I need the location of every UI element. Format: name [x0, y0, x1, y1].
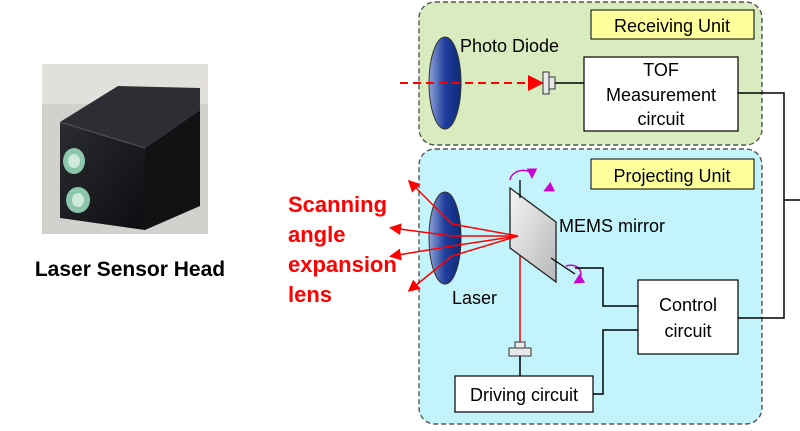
tof-line-2: Measurement	[606, 85, 716, 105]
mems-mirror-icon	[509, 186, 557, 284]
control-circuit-box	[637, 279, 739, 355]
driver-to-control-wire	[593, 329, 638, 395]
lens-annotation-line-2: angle	[288, 222, 345, 247]
lens-annotation-line-4: lens	[288, 282, 332, 307]
scanning-beams	[389, 179, 519, 292]
projecting-unit-title-box	[590, 158, 755, 190]
projecting-lens-icon	[428, 191, 462, 285]
receiving-unit-title: Receiving Unit	[614, 16, 730, 36]
control-line-1: Control	[659, 295, 717, 315]
laser-emitter-icon	[514, 341, 526, 349]
lens-annotation-line-3: expansion	[288, 252, 397, 277]
product-caption: Laser Sensor Head	[35, 258, 225, 281]
rotation-arrow-top-icon	[509, 168, 538, 181]
mems-mirror-label: MEMS mirror	[559, 216, 665, 236]
photo-diode-label: Photo Diode	[460, 36, 559, 56]
tof-to-control-wire	[738, 92, 785, 319]
lens-annotation: Scanning angle expansion lens	[288, 192, 397, 307]
projecting-unit-title: Projecting Unit	[613, 166, 730, 186]
projecting-unit-panel: Projecting Unit MEMS mirror Laser	[389, 148, 763, 425]
control-line-2: circuit	[664, 321, 711, 341]
lens-annotation-line-1: Scanning	[288, 192, 387, 217]
driving-circuit-box	[454, 375, 594, 413]
tof-line-1: TOF	[643, 60, 679, 80]
receiving-unit-panel: Receiving Unit Photo Diode TOF Measureme…	[400, 1, 763, 146]
mirror-to-control-wire	[575, 267, 638, 307]
tof-line-3: circuit	[637, 109, 684, 129]
tof-measurement-box	[583, 56, 739, 132]
rotation-arrow-bottom-icon	[565, 264, 586, 284]
laser-sensor-photo	[42, 64, 208, 234]
photo-diode-icon	[542, 71, 550, 95]
receiving-unit-title-box	[590, 9, 755, 40]
driving-circuit-label: Driving circuit	[470, 385, 578, 405]
laser-label: Laser	[452, 288, 497, 308]
